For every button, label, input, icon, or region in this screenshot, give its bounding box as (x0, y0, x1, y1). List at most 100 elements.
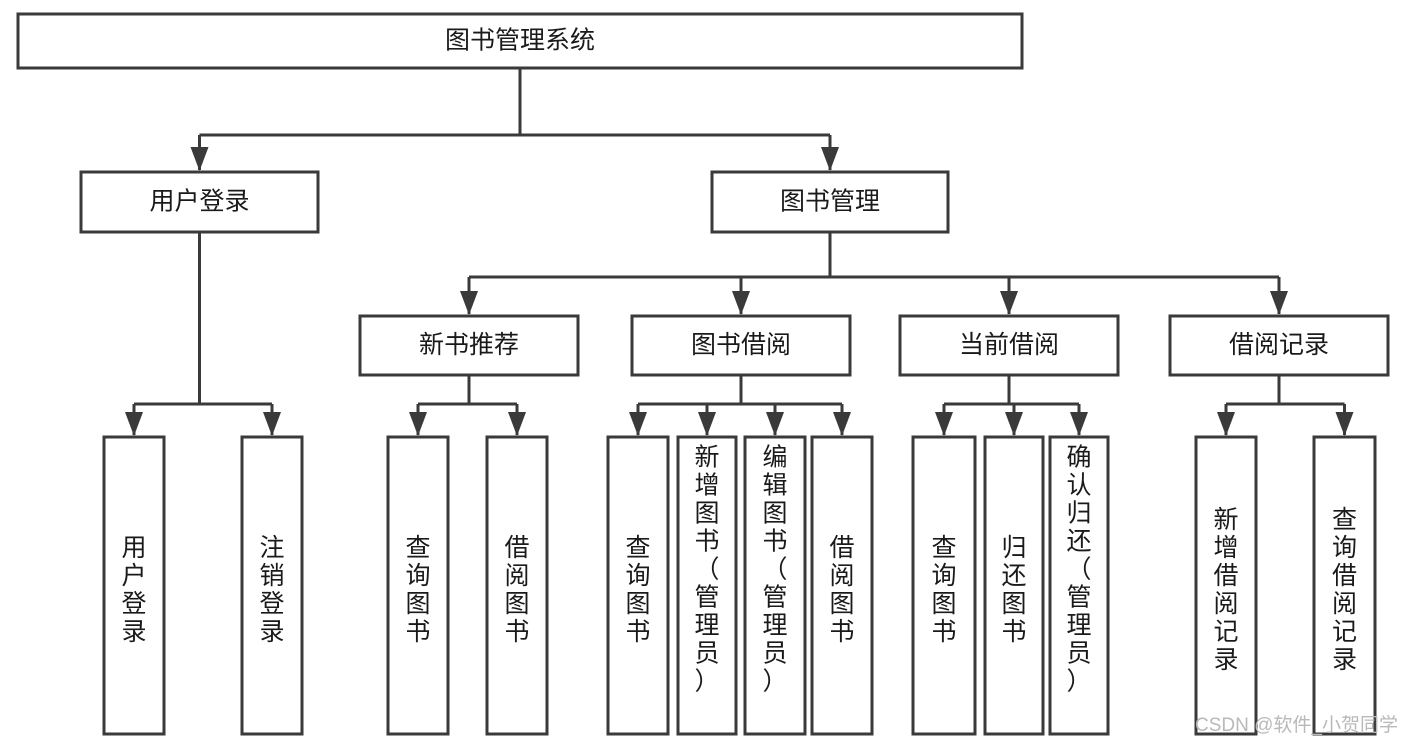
level2-node-2-box[interactable] (898, 314, 1120, 377)
root-node-book-management-system[interactable]: 图书管理系统 (16, 12, 1024, 70)
leaf-node-4-box[interactable] (606, 435, 670, 736)
glyph: 录 (1213, 646, 1238, 674)
level2-node-2-label: 当前借阅 (959, 331, 1059, 359)
leaf-node-0[interactable]: 用户登录 (102, 435, 166, 736)
leaf-node-6-box[interactable] (743, 435, 807, 736)
glyph: 销 (259, 562, 284, 590)
glyph: 理 (762, 612, 787, 640)
level1-node-1-box[interactable] (710, 170, 950, 234)
glyph: 归 (1001, 534, 1026, 562)
glyph: 管 (1066, 584, 1091, 612)
level2-node-1-box[interactable] (630, 314, 852, 377)
arrow-head-icon (508, 412, 526, 436)
arrow-head-icon (629, 412, 647, 436)
arrow-head-icon (1270, 291, 1288, 315)
glyph: 借 (504, 534, 529, 562)
glyph: 增 (694, 472, 719, 500)
glyph: 用 (121, 534, 146, 562)
connector-layer (125, 68, 1354, 436)
leaf-node-1-box[interactable] (240, 435, 304, 736)
glyph: 增 (1213, 534, 1238, 562)
glyph: 户 (121, 562, 146, 590)
glyph: 书 (1001, 618, 1026, 646)
glyph: 归 (1066, 500, 1091, 528)
arrow-head-icon (821, 147, 839, 171)
level2-node-0-box[interactable] (358, 314, 580, 377)
glyph: 录 (259, 618, 284, 646)
glyph: 图 (829, 590, 854, 618)
arrow-head-icon (409, 412, 427, 436)
leaf-node-3-box[interactable] (485, 435, 549, 736)
arrow-head-icon (766, 412, 784, 436)
glyph: 借 (1332, 562, 1357, 590)
glyph: 阅 (1332, 590, 1357, 618)
leaf-node-2-box[interactable] (386, 435, 450, 736)
leaf-node-8-box[interactable] (911, 435, 977, 736)
leaf-node-0-label: 用户登录 (121, 534, 146, 646)
glyph: 图 (762, 500, 787, 528)
glyph: 图 (405, 590, 430, 618)
level2-node-2[interactable]: 当前借阅 (898, 314, 1120, 377)
glyph: 员 (762, 640, 787, 668)
level1-node-1[interactable]: 图书管理 (710, 170, 950, 234)
arrow-head-icon (1000, 291, 1018, 315)
arrow-head-icon (125, 412, 143, 436)
glyph: ） (1066, 668, 1091, 696)
glyph: 管 (694, 584, 719, 612)
glyph: 借 (829, 534, 854, 562)
root-node-book-management-system-box[interactable] (16, 12, 1024, 70)
glyph: 记 (1213, 618, 1238, 646)
csdn-watermark: CSDN @软件_小贺同学 (1195, 714, 1398, 736)
glyph: 图 (694, 500, 719, 528)
glyph: 理 (694, 612, 719, 640)
level2-node-1[interactable]: 图书借阅 (630, 314, 852, 377)
glyph: ） (762, 668, 787, 696)
level2-node-3-box[interactable] (1168, 314, 1390, 377)
leaf-node-12-box[interactable] (1312, 435, 1377, 736)
glyph: 新 (694, 444, 719, 472)
glyph: 书 (405, 618, 430, 646)
arrow-head-icon (1335, 412, 1354, 436)
glyph: （ (762, 556, 787, 584)
leaf-node-0-box[interactable] (102, 435, 166, 736)
glyph: 查 (1332, 506, 1357, 534)
level1-node-1-label: 图书管理 (780, 188, 880, 216)
leaf-node-5-box[interactable] (676, 435, 738, 736)
level1-node-0[interactable]: 用户登录 (79, 170, 320, 234)
glyph: 登 (259, 590, 284, 618)
glyph: 询 (1332, 534, 1357, 562)
arrow-head-icon (1070, 412, 1088, 436)
glyph: 辑 (762, 472, 787, 500)
leaf-node-10-box[interactable] (1048, 435, 1110, 736)
glyph: 录 (121, 618, 146, 646)
leaf-node-7-box[interactable] (810, 435, 874, 736)
level2-node-0[interactable]: 新书推荐 (358, 314, 580, 377)
level1-node-0-box[interactable] (79, 170, 320, 234)
glyph: 查 (405, 534, 430, 562)
level2-node-3[interactable]: 借阅记录 (1168, 314, 1390, 377)
leaf-node-9-box[interactable] (983, 435, 1045, 736)
level2-node-3-label: 借阅记录 (1229, 331, 1329, 359)
leaf-node-11-box[interactable] (1194, 435, 1258, 736)
arrow-head-icon (1217, 412, 1235, 436)
glyph: 新 (1213, 506, 1238, 534)
level2-node-1-label: 图书借阅 (691, 331, 791, 359)
